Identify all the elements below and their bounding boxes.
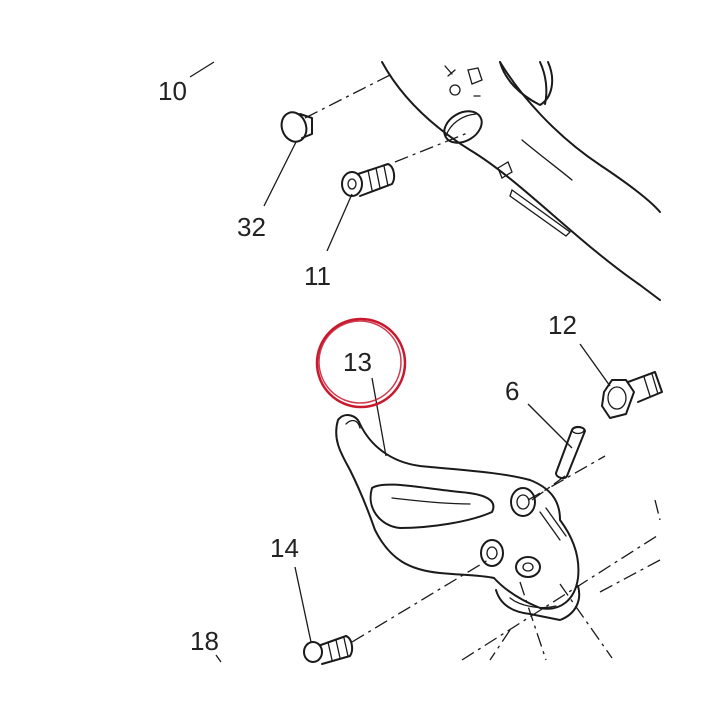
bolt-part-14 (303, 635, 354, 665)
callout-12: 12 (548, 310, 577, 340)
frame-part (381, 61, 661, 301)
bolt-part-11 (341, 163, 396, 197)
callout-32: 32 (237, 212, 266, 242)
rivet-part-32 (280, 111, 313, 143)
callout-13: 13 (343, 347, 372, 377)
callout-6: 6 (505, 376, 519, 406)
pin-part-6 (555, 425, 586, 480)
callout-18: 18 (190, 626, 219, 656)
assembly-centerlines (304, 74, 661, 661)
bracket-part-13 (335, 414, 581, 621)
callout-11: 11 (304, 261, 331, 291)
callout-10: 10 (158, 76, 187, 106)
bolt-part-12 (601, 371, 663, 419)
callout-14: 14 (270, 533, 299, 563)
leader-lines (189, 61, 611, 663)
highlight-circle (315, 317, 407, 409)
